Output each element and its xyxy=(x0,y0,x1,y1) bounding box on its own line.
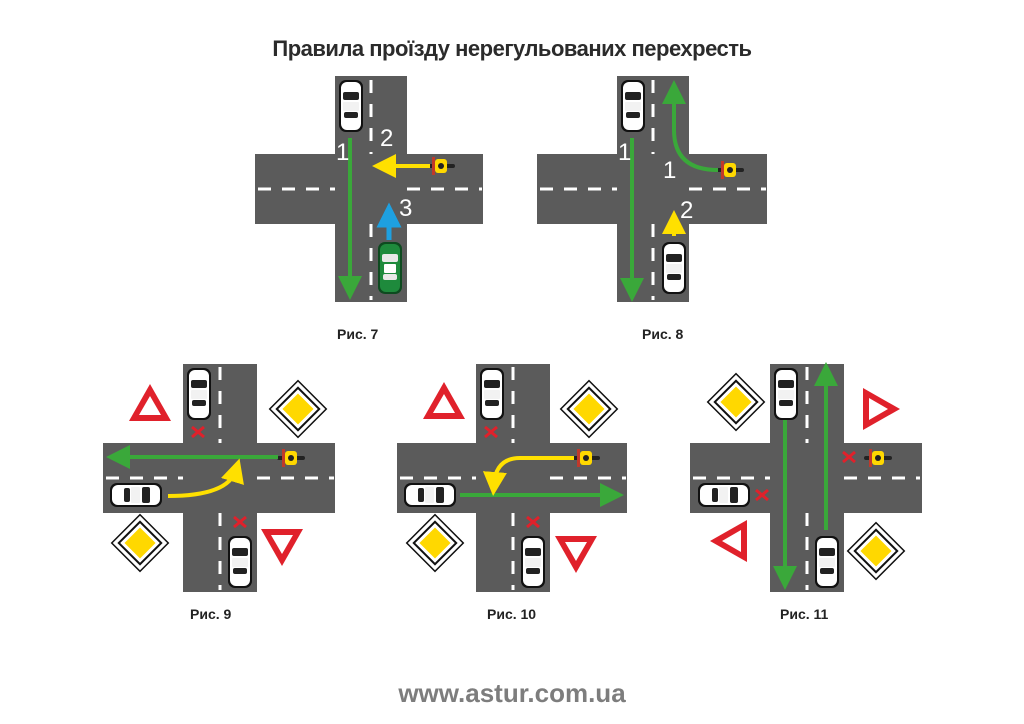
figure-10-caption: Рис. 10 xyxy=(487,606,537,622)
car-2 xyxy=(662,242,686,294)
give-way-sign xyxy=(423,382,465,419)
fig7-label-2: 2 xyxy=(380,125,393,152)
fig7-label-3: 3 xyxy=(399,195,412,222)
priority-road-sign xyxy=(268,379,328,439)
car-3 xyxy=(378,242,402,294)
fig8-label-2: 2 xyxy=(680,197,693,224)
give-way-sign xyxy=(555,536,597,573)
fig7-label-1: 1 xyxy=(336,139,349,166)
car-top xyxy=(774,368,798,420)
car-bottom xyxy=(815,536,839,588)
fig8-label-1b: 1 xyxy=(663,157,676,184)
figure-11-caption: Рис. 11 xyxy=(780,606,829,622)
figure-10-intersection xyxy=(397,364,627,592)
figure-9-caption: Рис. 9 xyxy=(190,606,232,622)
figure-9-intersection xyxy=(103,364,335,592)
car-bottom xyxy=(521,536,545,588)
car-1 xyxy=(621,80,645,132)
car-left xyxy=(698,483,750,507)
priority-road-sign xyxy=(110,513,170,573)
figure-7-intersection: 1 2 3 xyxy=(255,76,483,302)
priority-road-sign xyxy=(559,379,619,439)
priority-road-sign xyxy=(405,513,465,573)
car-bottom xyxy=(228,536,252,588)
website-url: www.astur.com.ua xyxy=(398,678,626,708)
figure-8-caption: Рис. 8 xyxy=(642,326,684,342)
figure-7-caption: Рис. 7 xyxy=(337,326,379,342)
give-way-sign xyxy=(710,520,747,562)
car-top xyxy=(480,368,504,420)
figure-11-intersection xyxy=(690,362,922,592)
give-way-sign xyxy=(863,388,900,430)
give-way-sign xyxy=(261,529,303,566)
priority-road-sign xyxy=(706,372,766,432)
fig8-label-1a: 1 xyxy=(618,139,631,166)
car-top xyxy=(187,368,211,420)
give-way-sign xyxy=(129,384,171,421)
car-1 xyxy=(339,80,363,132)
car-left xyxy=(110,483,162,507)
page-title: Правила проїзду нерегульованих перехрест… xyxy=(272,36,752,61)
figure-8-intersection: 1 1 2 xyxy=(537,76,767,302)
car-left xyxy=(404,483,456,507)
priority-road-sign xyxy=(846,521,906,581)
